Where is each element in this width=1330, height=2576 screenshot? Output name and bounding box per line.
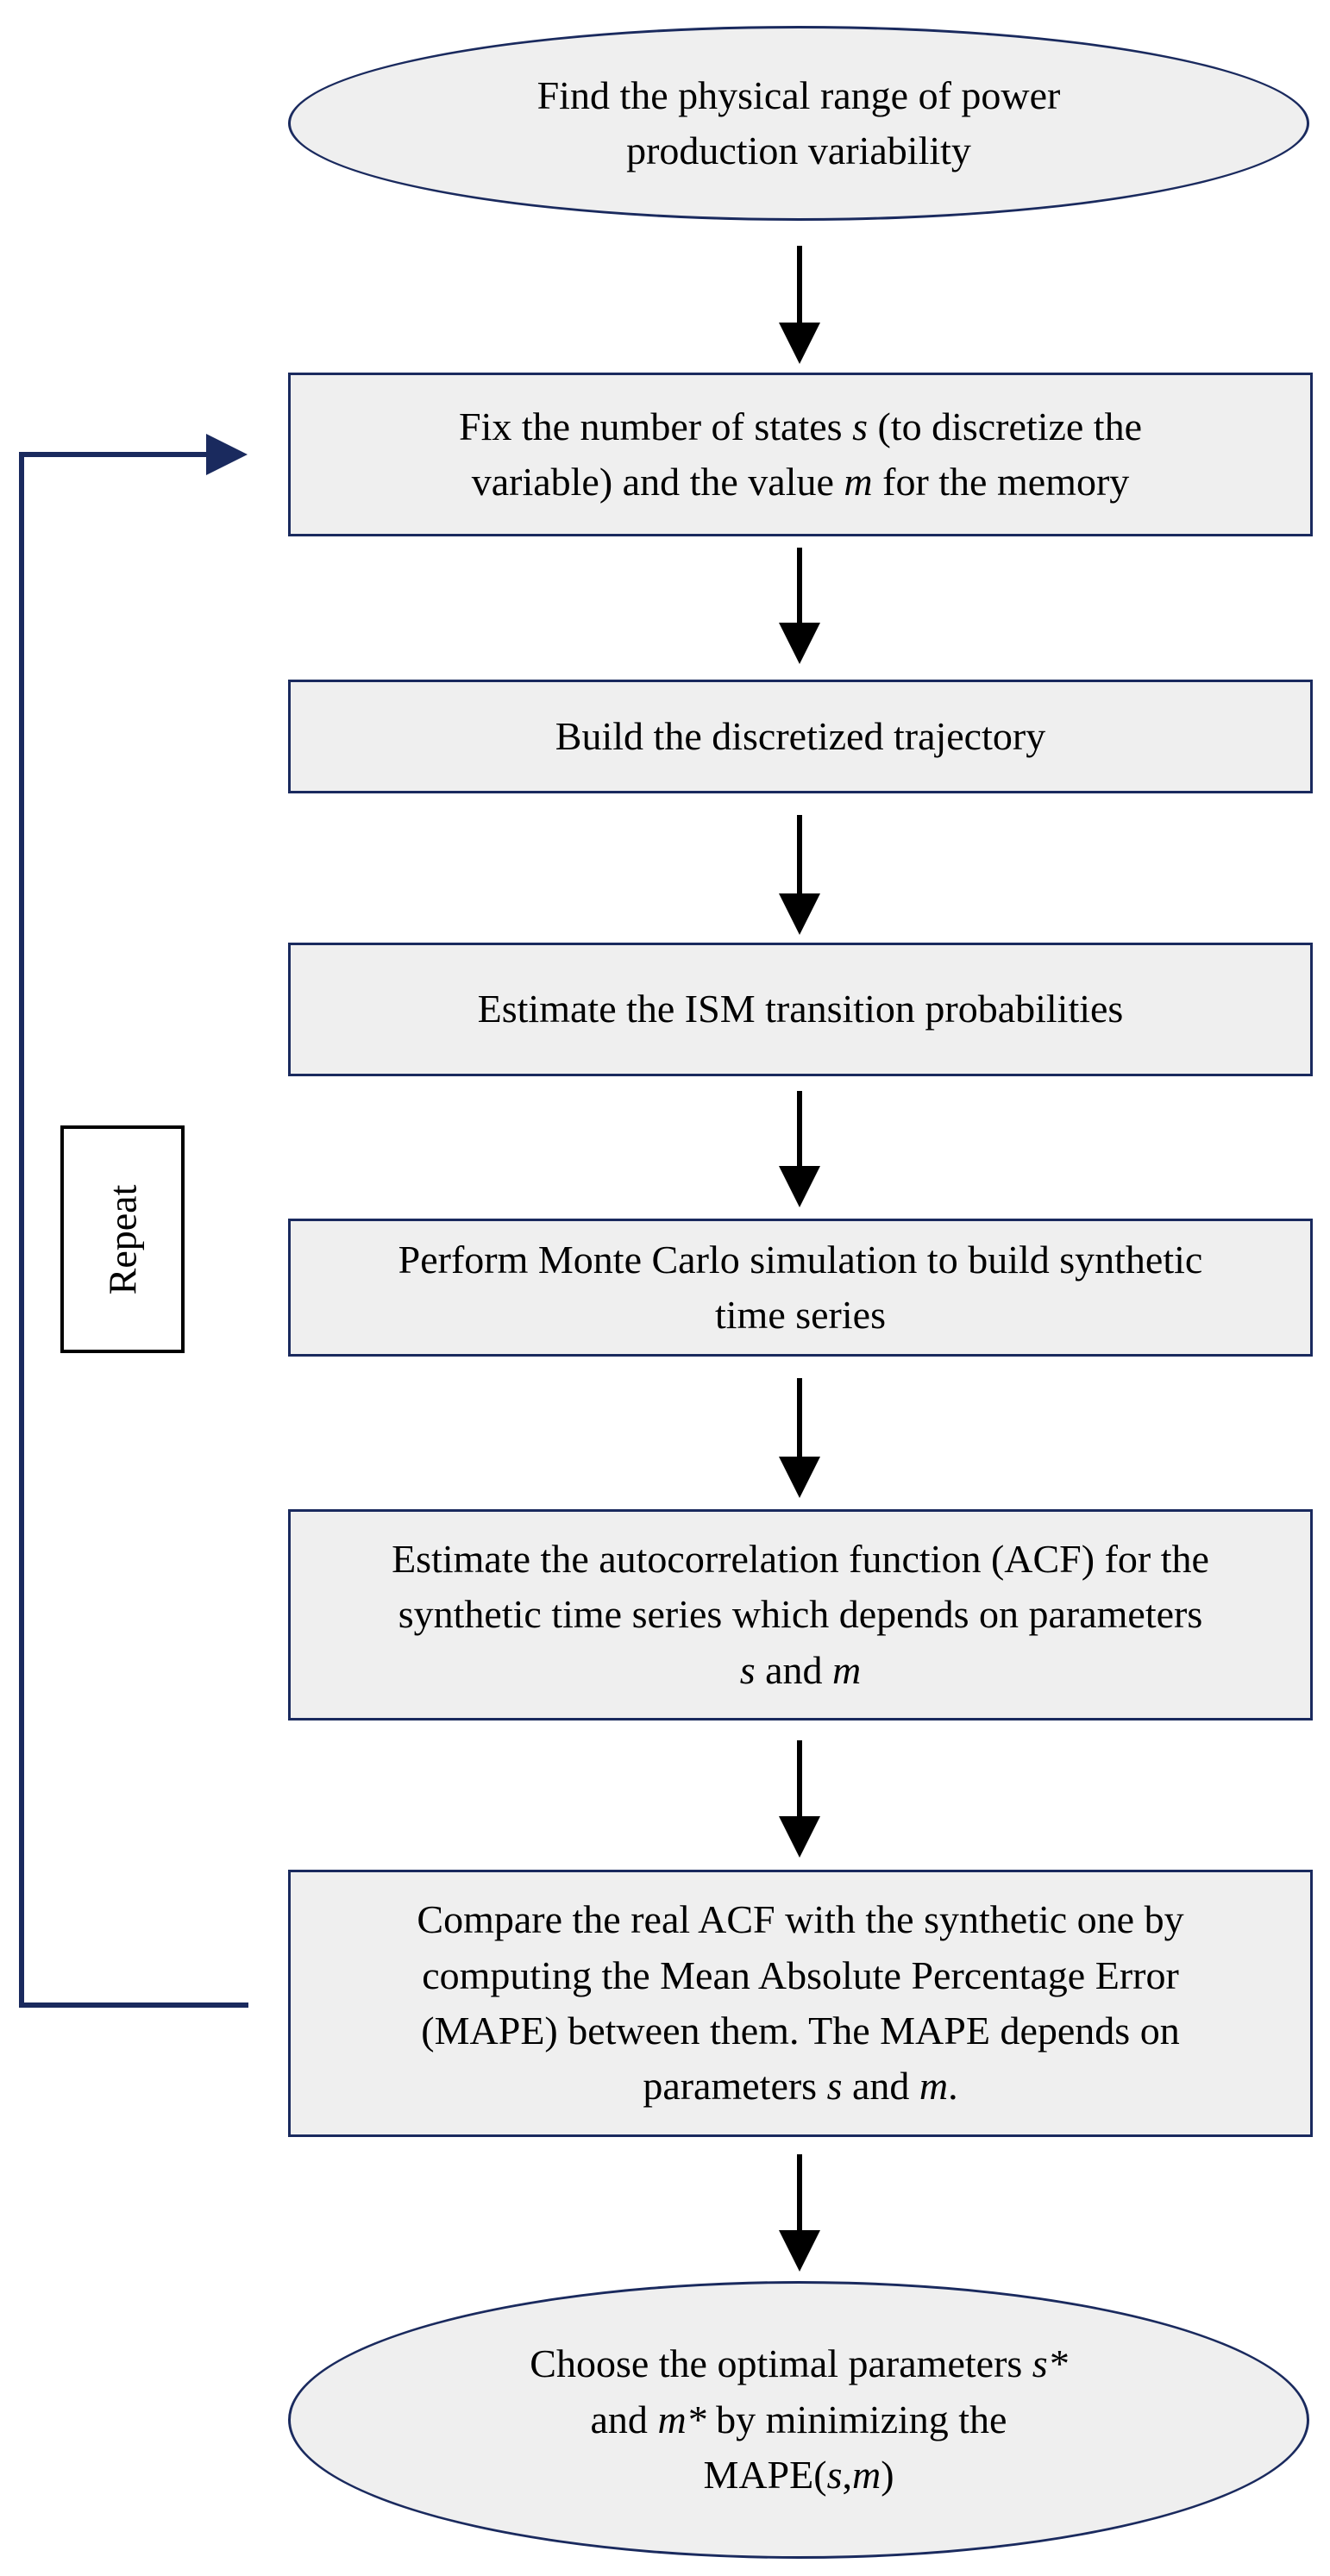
repeat-loop-arrow [19, 434, 248, 2008]
node-text: Build the discretized trajectory [555, 709, 1045, 764]
text-segment: computing the Mean Absolute Percentage E… [422, 1952, 1179, 1997]
text-segment: synthetic time series which depends on p… [398, 1592, 1203, 1637]
text-segment: (to discretize the [867, 404, 1143, 448]
text-segment: for the memory [872, 460, 1130, 504]
text-line: Perform Monte Carlo simulation to build … [398, 1232, 1203, 1288]
text-line: Choose the optimal parameters s* [530, 2336, 1067, 2391]
text-segment: Estimate the autocorrelation function (A… [392, 1536, 1209, 1581]
text-segment: variable) and the value [471, 460, 844, 504]
text-segment: and [842, 2064, 919, 2109]
math-variable: s [852, 404, 868, 448]
text-line: Build the discretized trajectory [555, 709, 1045, 764]
text-line: computing the Mean Absolute Percentage E… [417, 1948, 1183, 2003]
text-line: Fix the number of states s (to discretiz… [459, 399, 1142, 454]
math-variable: s [826, 2064, 843, 2109]
node-text: Fix the number of states s (to discretiz… [459, 399, 1142, 511]
node-text: Perform Monte Carlo simulation to build … [398, 1232, 1203, 1344]
math-variable: m* [657, 2397, 706, 2441]
math-variable: s [739, 1647, 756, 1692]
text-segment: Perform Monte Carlo simulation to build … [398, 1237, 1203, 1282]
text-segment: Find the physical range of power [536, 72, 1061, 117]
text-segment: Estimate the ISM transition probabilitie… [477, 987, 1124, 1031]
text-line: variable) and the value m for the memory [459, 454, 1142, 510]
node-text: Choose the optimal parameters s*and m* b… [530, 2336, 1067, 2503]
text-segment: Compare the real ACF with the synthetic … [417, 1897, 1184, 1942]
text-line: production variability [537, 123, 1061, 179]
monte-carlo-step: Perform Monte Carlo simulation to build … [288, 1219, 1313, 1357]
math-variable: m [844, 460, 873, 504]
repeat-label: Repeat [100, 1184, 145, 1294]
text-line: (MAPE) between them. The MAPE depends on [417, 2003, 1183, 2059]
text-segment: by minimizing the [706, 2397, 1007, 2441]
node-text: Compare the real ACF with the synthetic … [417, 1892, 1183, 2115]
text-segment: and [590, 2397, 658, 2441]
start-node: Find the physical range of power producti… [288, 26, 1309, 221]
text-line: time series [398, 1288, 1203, 1343]
text-line: Estimate the ISM transition probabilitie… [478, 981, 1124, 1037]
choose-optimal-node: Choose the optimal parameters s*and m* b… [288, 2281, 1309, 2559]
math-variable: m [832, 1647, 862, 1692]
text-segment: parameters [643, 2064, 827, 2109]
estimate-ism-step: Estimate the ISM transition probabilitie… [288, 943, 1313, 1076]
text-line: Compare the real ACF with the synthetic … [417, 1892, 1183, 1947]
estimate-acf-step: Estimate the autocorrelation function (A… [288, 1509, 1313, 1720]
text-line: synthetic time series which depends on p… [392, 1587, 1209, 1642]
compare-acf-step: Compare the real ACF with the synthetic … [288, 1870, 1313, 2137]
text-segment: and [755, 1647, 833, 1692]
text-segment: ) [881, 2453, 894, 2498]
text-segment: MAPE( [703, 2453, 827, 2498]
text-segment: Fix the number of states [458, 404, 853, 448]
text-segment: (MAPE) between them. The MAPE depends on [421, 2009, 1180, 2053]
math-variable: s* [1032, 2341, 1068, 2386]
text-line: Find the physical range of power [537, 68, 1061, 123]
text-line: Estimate the autocorrelation function (A… [392, 1532, 1209, 1587]
node-text: Find the physical range of power producti… [537, 68, 1061, 179]
node-text: Estimate the autocorrelation function (A… [392, 1532, 1209, 1698]
text-line: parameters s and m. [417, 2059, 1183, 2114]
text-segment: . [948, 2064, 958, 2109]
fix-states-step: Fix the number of states s (to discretiz… [288, 373, 1313, 536]
text-segment: , [842, 2453, 852, 2498]
repeat-label-box: Repeat [60, 1125, 185, 1353]
build-trajectory-step: Build the discretized trajectory [288, 680, 1313, 793]
text-line: and m* by minimizing the [530, 2392, 1067, 2448]
math-variable: m [851, 2453, 881, 2498]
math-variable: m [919, 2064, 949, 2109]
node-text: Estimate the ISM transition probabilitie… [478, 981, 1124, 1037]
math-variable: s [826, 2453, 843, 2498]
text-segment: time series [714, 1293, 886, 1337]
text-segment: Build the discretized trajectory [555, 713, 1046, 758]
text-segment: production variability [626, 128, 971, 172]
text-line: s and m [392, 1643, 1209, 1698]
text-segment: Choose the optimal parameters [530, 2341, 1032, 2386]
text-line: MAPE(s,m) [530, 2448, 1067, 2503]
